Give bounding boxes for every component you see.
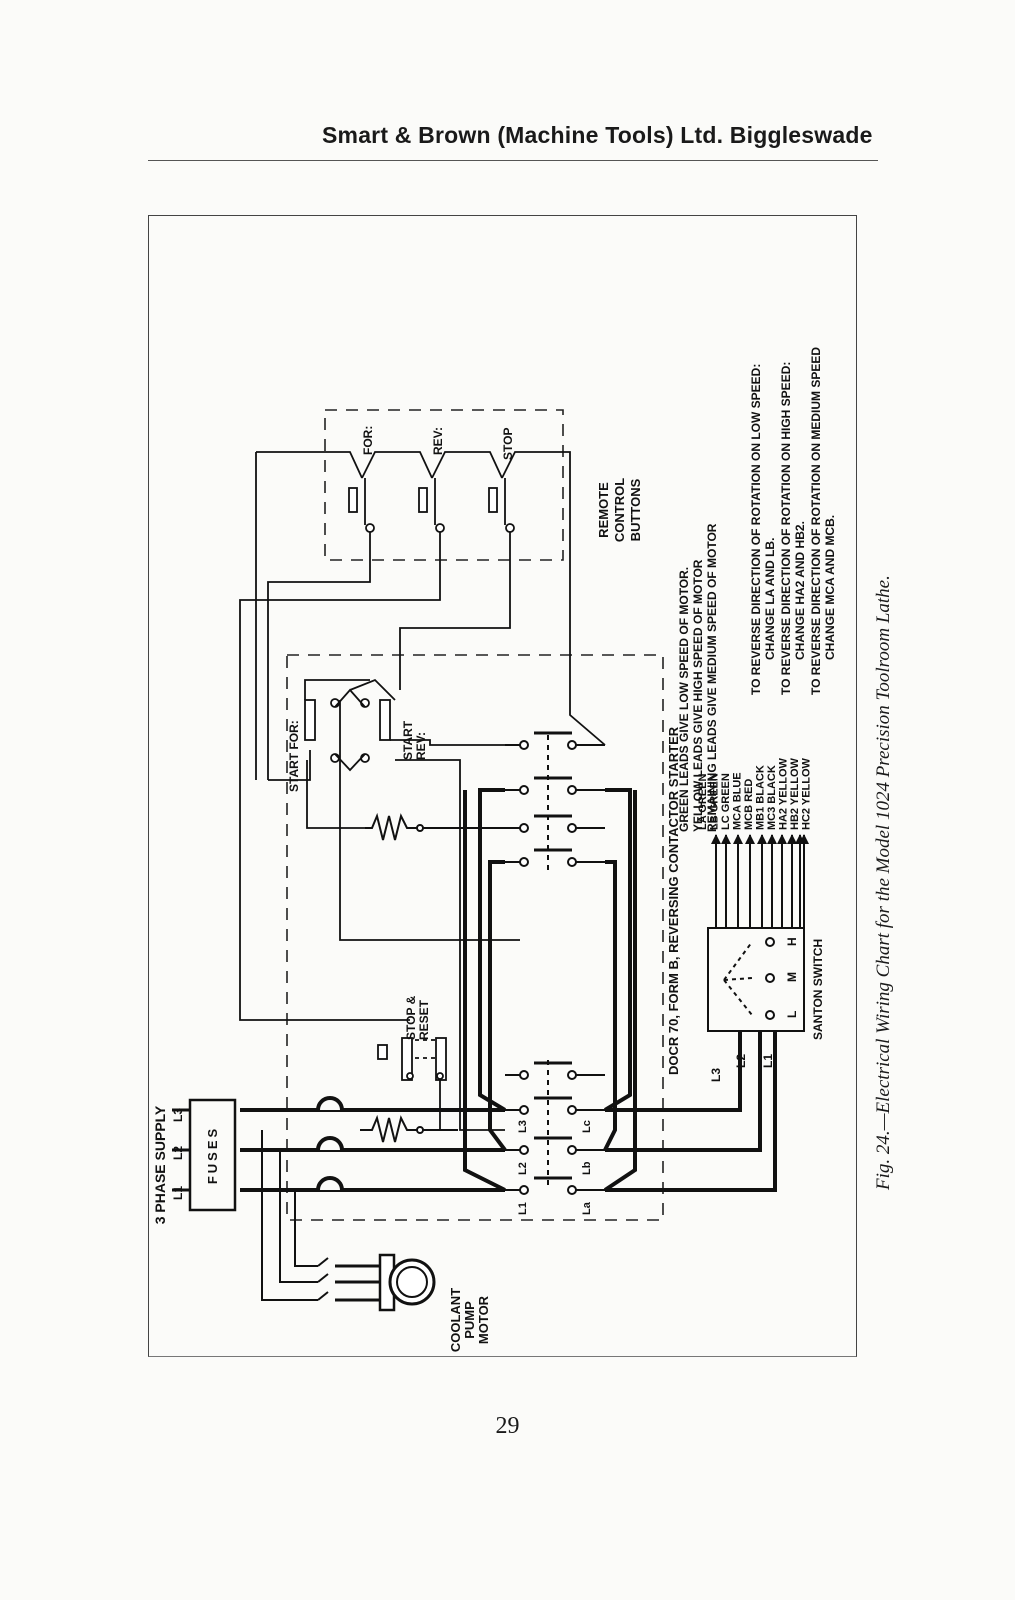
lead-label-mcb: MCB RED <box>743 779 755 830</box>
figure-caption: Fig. 24.—Electrical Wiring Chart for the… <box>873 430 895 1190</box>
santon-line-l1: L1 <box>761 1054 775 1068</box>
start-rev-label-2: REV: <box>414 732 428 760</box>
santon-pos-h: H <box>785 937 799 946</box>
coil-lower <box>360 1114 458 1143</box>
supply-title: 3 PHASE SUPPLY <box>152 1105 168 1224</box>
stop-reset-label-1: STOP & <box>404 995 418 1040</box>
fuses-label: FUSES <box>205 1126 220 1184</box>
contact-label-l1: L1 <box>517 1202 529 1215</box>
fuses-block: FUSES 3 PHASE SUPPLY L1 L2 L3 <box>152 1098 237 1224</box>
page-header: Smart & Brown (Machine Tools) Ltd. Biggl… <box>322 122 873 148</box>
santon-pos-l: L <box>785 1011 799 1018</box>
reverse-note-6: CHANGE MCA AND MCB. <box>823 515 837 660</box>
remote-label-3: BUTTONS <box>628 478 643 541</box>
remote-label-1: REMOTE <box>596 482 611 538</box>
santon-lead-arrows <box>711 834 809 870</box>
contact-pair <box>505 731 605 750</box>
contact-pair <box>505 1136 605 1155</box>
coolant-pump-motor <box>261 1130 436 1312</box>
lead-label-hb2: HB2 YELLOW <box>789 757 801 830</box>
note-1: GREEN LEADS GIVE LOW SPEED OF MOTOR. <box>677 567 691 832</box>
contact-pair <box>505 776 605 795</box>
main-power-wiring <box>240 788 777 1192</box>
starter-label: DOCR 70, FORM B, REVERSING CONTACTOR STA… <box>666 726 681 1075</box>
caption-text: —Electrical Wiring Chart for the Model 1… <box>873 575 894 1131</box>
remote-for-label: FOR: <box>361 426 375 455</box>
diagram-labels: FOR: REV: STOP REMOTE CONTROL BUTTONS ST… <box>287 347 837 1352</box>
contact-label-la: La <box>581 1201 593 1215</box>
lead-label-hc2: HC2 YELLOW <box>801 757 813 830</box>
coolant-label-2: PUMP <box>462 1301 477 1339</box>
santon-line-l2: L2 <box>734 1054 748 1068</box>
santon-pos-m: M <box>785 972 799 982</box>
contact-pair <box>505 848 605 867</box>
caption-prefix: Fig. 24. <box>873 1130 894 1190</box>
lead-label-ha2: HA2 YELLOW <box>778 757 790 830</box>
overload-elements <box>316 1096 344 1191</box>
stop-reset <box>339 700 520 1130</box>
lead-label-lc: LC GREEN <box>720 773 732 830</box>
reverse-note-5: TO REVERSE DIRECTION OF ROTATION ON MEDI… <box>809 347 823 695</box>
santon-switch <box>707 836 805 1032</box>
diagram-frame <box>148 215 857 1357</box>
supply-line-3: L3 <box>171 1108 185 1122</box>
coolant-label-1: COOLANT <box>448 1288 463 1352</box>
contact-label-l2: L2 <box>517 1162 529 1175</box>
start-for-label: START FOR: <box>287 720 301 792</box>
contact-label-lb: Lb <box>581 1161 593 1175</box>
reverse-note-3: TO REVERSE DIRECTION OF ROTATION ON HIGH… <box>779 362 793 695</box>
contact-pair <box>505 1176 605 1195</box>
lead-label-lb: LB GREEN <box>709 773 721 830</box>
lead-label-mc3: MC3 BLACK <box>766 765 778 830</box>
santon-label: SANTON SWITCH <box>811 939 825 1040</box>
coolant-label-3: MOTOR <box>476 1295 491 1344</box>
reverse-note-4: CHANGE HA2 AND HB2. <box>793 521 807 660</box>
supply-line-2: L2 <box>171 1146 185 1160</box>
remote-stop-label: STOP <box>501 428 515 460</box>
start-buttons <box>268 678 505 1131</box>
remote-rev-label: REV: <box>431 427 445 455</box>
remote-enclosure <box>324 409 564 561</box>
note-2: YELLOW LEADS GIVE HIGH SPEED OF MOTOR <box>691 559 705 832</box>
contact-pair <box>505 1061 605 1080</box>
lead-label-mca: MCA BLUE <box>732 772 744 830</box>
page-number: 29 <box>495 1413 520 1439</box>
coil-upper <box>365 812 505 841</box>
stop-reset-label-2: RESET <box>417 999 431 1040</box>
santon-line-l3: L3 <box>709 1068 723 1082</box>
lead-label-mb1: MB1 BLACK <box>755 765 767 830</box>
remote-buttons <box>239 451 606 1021</box>
supply-line-1: L1 <box>171 1186 185 1200</box>
reverse-note-1: TO REVERSE DIRECTION OF ROTATION ON LOW … <box>749 364 763 695</box>
header-rule <box>148 160 878 161</box>
start-rev-label-1: START <box>401 720 415 760</box>
contact-pair <box>505 1096 605 1115</box>
lead-label-la: LA GREEN <box>697 774 709 830</box>
contactor-contacts <box>505 731 605 1195</box>
contact-label-l3: L3 <box>517 1120 529 1133</box>
remote-label-2: CONTROL <box>612 478 627 542</box>
contact-pair <box>505 814 605 833</box>
starter-enclosure <box>286 654 664 1221</box>
contact-label-lc: Lc <box>581 1120 593 1133</box>
reverse-note-2: CHANGE LA AND LB. <box>763 538 777 660</box>
note-3: REMAINING LEADS GIVE MEDIUM SPEED OF MOT… <box>705 523 719 832</box>
